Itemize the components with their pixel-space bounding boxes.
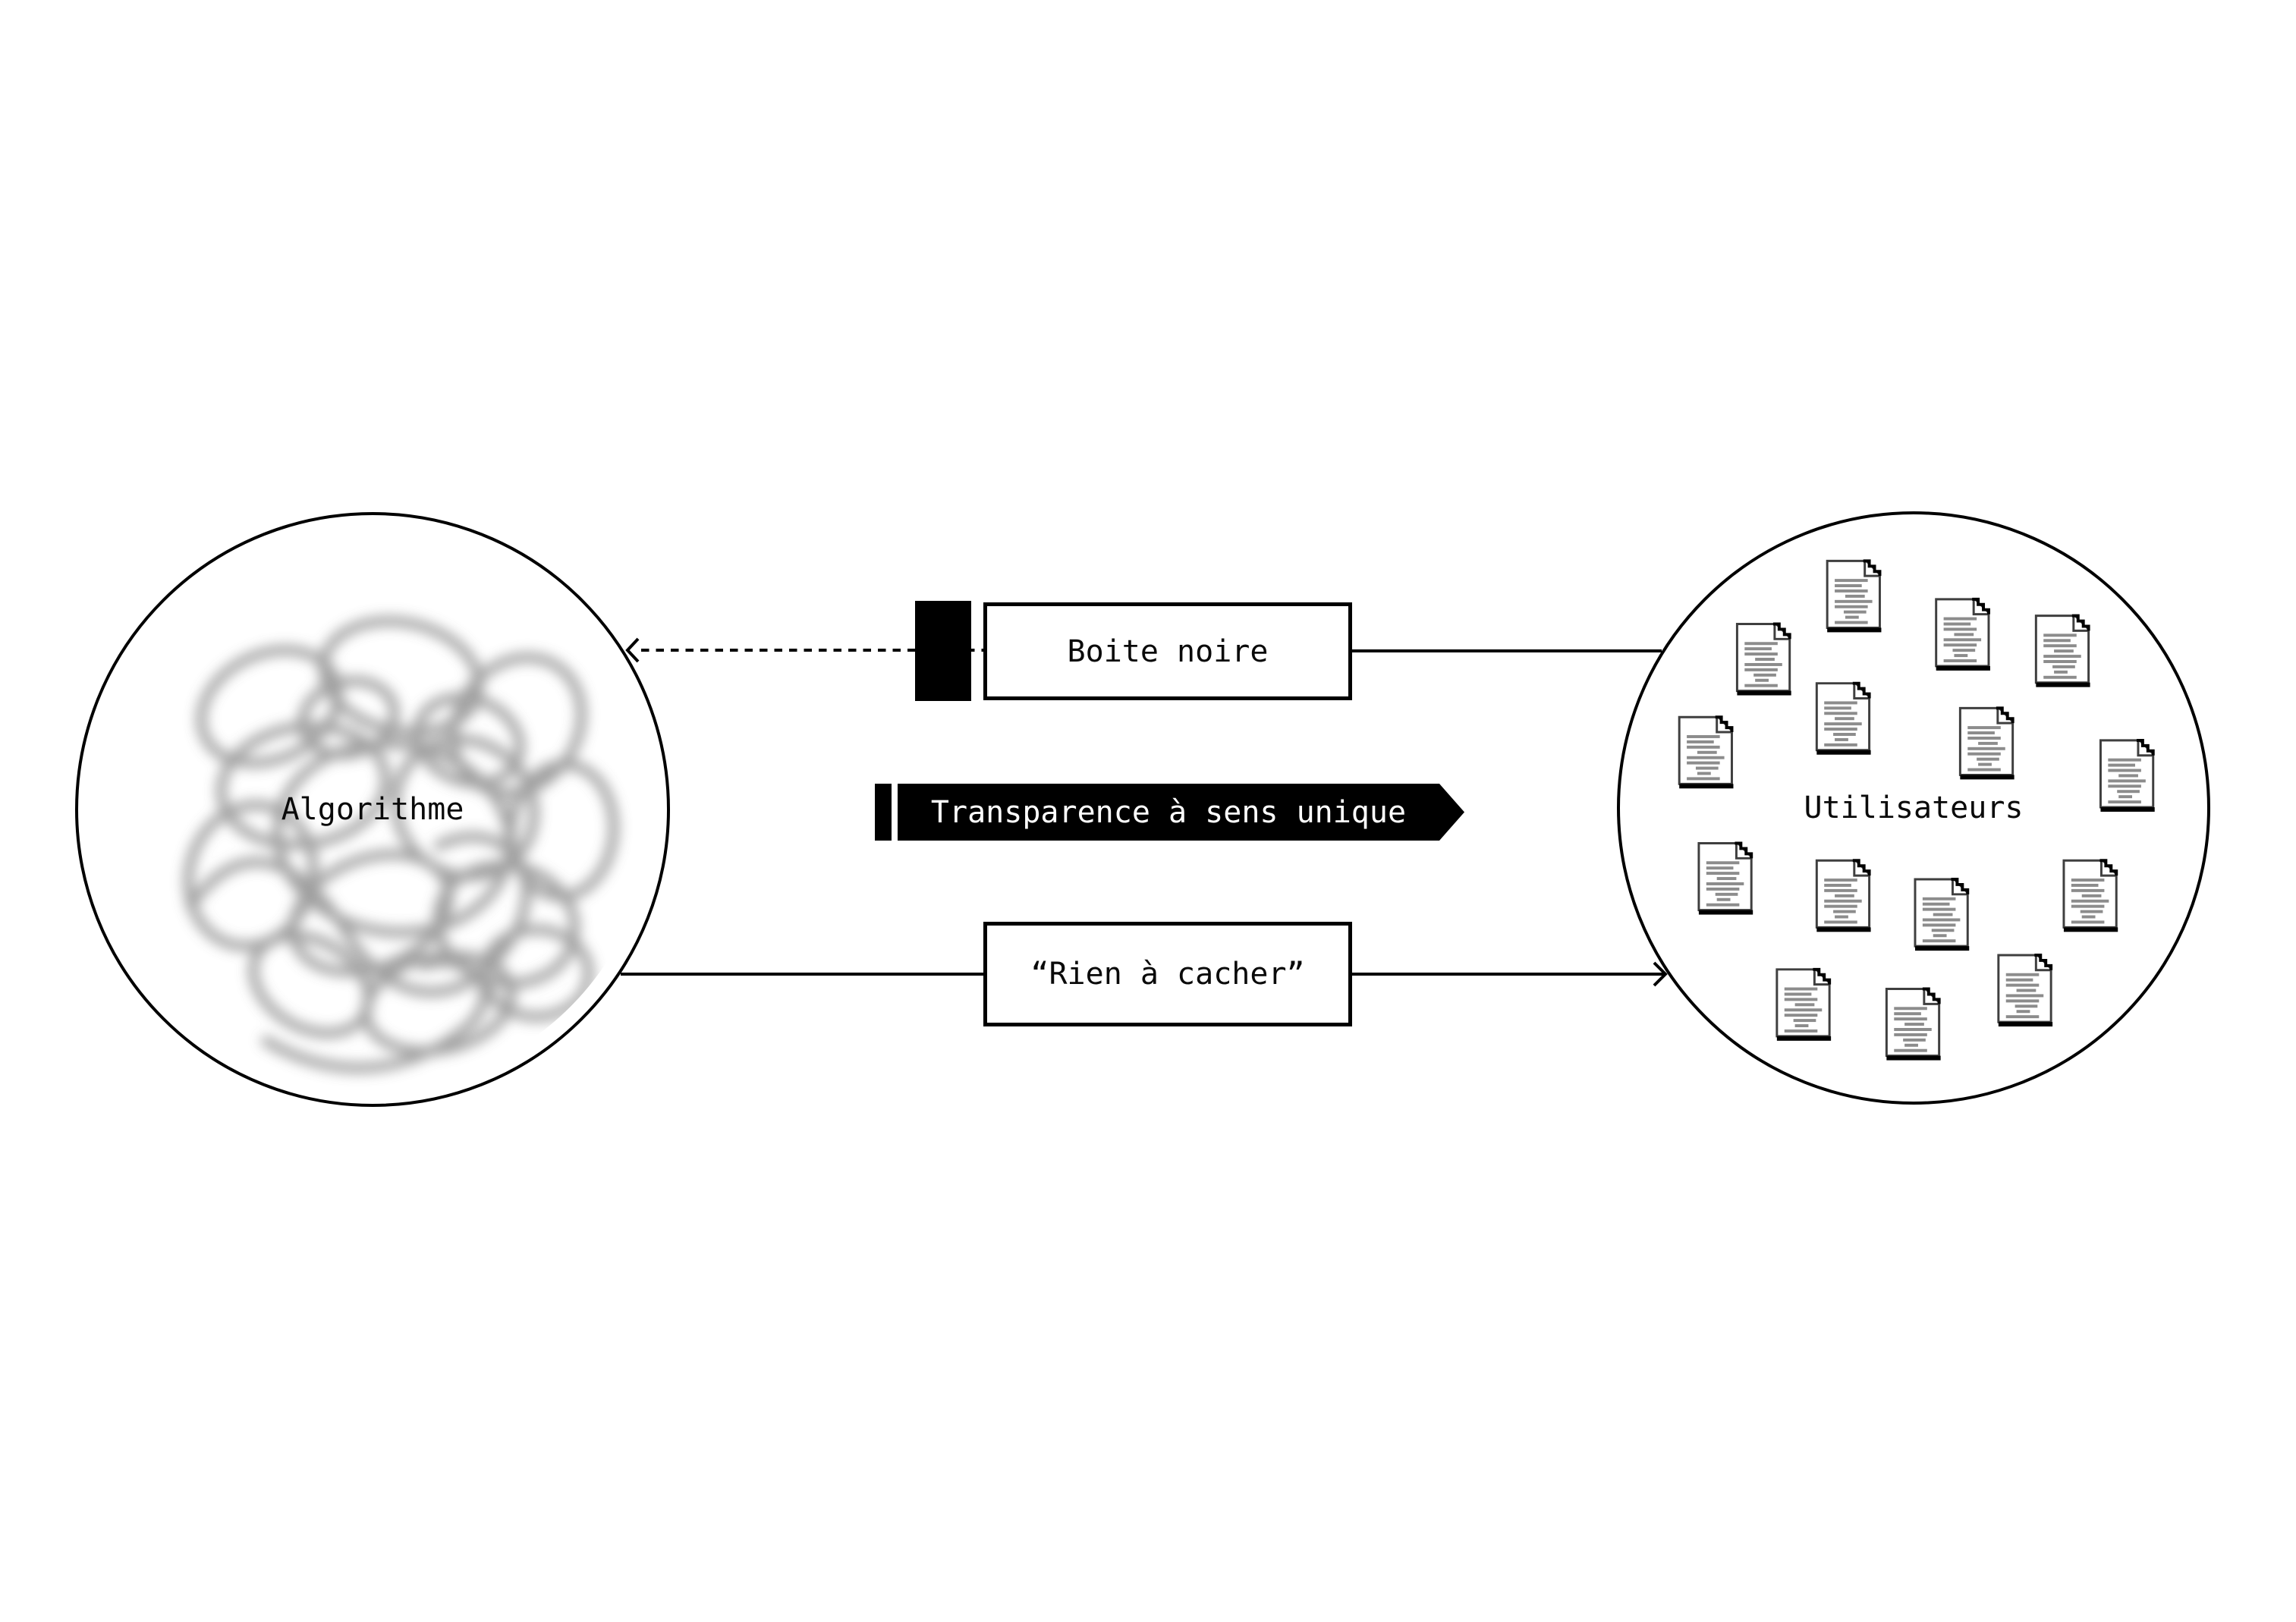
document-icon — [1815, 859, 1873, 934]
document-icon — [1996, 954, 2055, 1029]
transparence-banner-arrow: Transparence à sens unique — [898, 784, 1464, 841]
document-icon — [1885, 987, 1942, 1062]
users-circle: Utilisateurs — [1617, 511, 2210, 1105]
document-icon — [1697, 841, 1755, 916]
boite-noire-box: Boite noire — [983, 602, 1352, 700]
document-icon — [1934, 597, 1992, 672]
scribble-tangle-icon — [183, 616, 619, 1073]
black-box-swatch — [915, 601, 971, 701]
document-icon — [1678, 715, 1735, 791]
document-icon — [1826, 559, 1883, 634]
document-icon — [2062, 859, 2120, 934]
algorithm-circle-label: Algorithme — [281, 792, 464, 827]
document-icon — [2034, 614, 2092, 689]
document-icon — [1735, 622, 1793, 697]
transparence-banner-label: Transparence à sens unique — [930, 794, 1407, 830]
users-circle-label: Utilisateurs — [1804, 791, 2024, 825]
document-icon — [1913, 878, 1971, 953]
document-icon — [1815, 681, 1873, 756]
document-icon — [1958, 706, 2016, 781]
document-icon — [1775, 967, 1833, 1042]
rien-a-cacher-label: “Rien à cacher” — [1030, 957, 1305, 992]
banner-left-bar — [875, 784, 892, 841]
algorithm-circle: Algorithme — [75, 512, 670, 1107]
boite-noire-label: Boite noire — [1067, 633, 1269, 669]
document-icon — [2099, 738, 2156, 813]
rien-a-cacher-box: “Rien à cacher” — [983, 922, 1352, 1026]
